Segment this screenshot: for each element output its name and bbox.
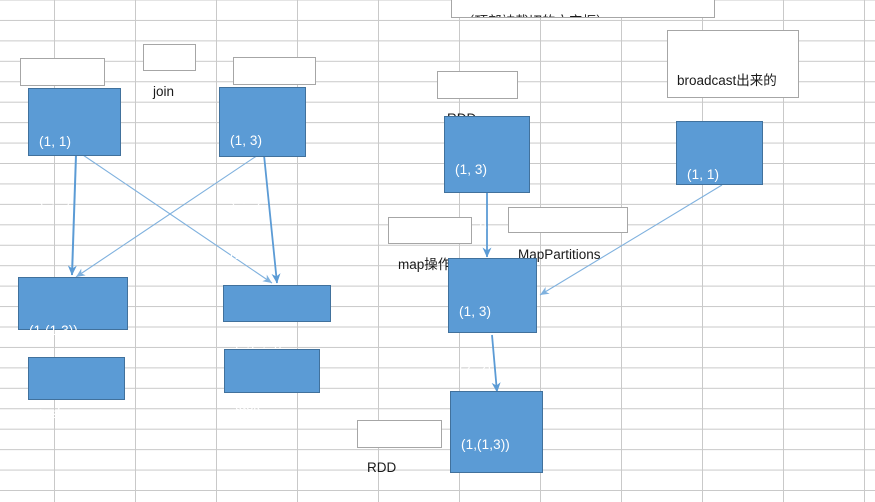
box-map-result: (1,(1,3)) (2,(2,1)) (1,(1,4)) [450, 391, 543, 502]
box-rdd-mid-line-2: (2, 2) [230, 190, 263, 205]
box-rdd-mid: (1, 3) (2, 2) (1, 4) [219, 87, 306, 262]
box-rdd-left: (1, 1) (2, 1) [28, 88, 121, 206]
label-rdd-map-result-text: RDD [367, 460, 397, 475]
label-map-operation: map操作 [388, 217, 472, 272]
box-join-result-right-line-1: (2,(1,2)) [234, 334, 283, 349]
box-rdd-left-line-2: (2, 1) [39, 191, 72, 206]
box-map-stage: (1, 3) (2, 2) (1, 4) [448, 258, 537, 433]
box-task-left: task [28, 357, 125, 421]
box-broadcast-variable: (1, 1) (2, 1) [676, 121, 763, 239]
box-broadcast-variable-line-1: (1, 1) [687, 167, 720, 182]
box-map-stage-line-1: (1, 3) [459, 304, 492, 319]
box-join-result-left: (1,(1,3)) (1,(1,4)) [18, 277, 128, 395]
label-rdd-left: RDD [20, 58, 105, 113]
box-rdd-map-source-line-1: (1, 3) [455, 162, 488, 177]
label-join-text: join [153, 84, 175, 99]
box-join-result-right: (2,(1,2)) [223, 285, 331, 349]
label-broadcast-line-1: broadcast出来的 [677, 73, 777, 88]
label-join: join [143, 44, 196, 99]
box-rdd-map-source: (1, 3) (2, 2) (1, 4) [444, 116, 530, 291]
box-map-result-line-1: (1,(1,3)) [461, 437, 510, 452]
label-map-partitions: MapPartitions [508, 207, 628, 262]
box-rdd-mid-line-3: (1, 4) [230, 247, 263, 262]
box-broadcast-variable-line-2: (2, 1) [687, 224, 720, 239]
box-task-left-label: task [39, 406, 65, 421]
label-broadcast-variable: broadcast出来的 普通变量 [667, 30, 799, 139]
label-rdd-map-source: RDD [437, 71, 518, 126]
label-map-partitions-text: MapPartitions [518, 247, 601, 262]
label-rdd-mid: RDD [233, 57, 316, 112]
box-join-result-left-line-1: (1,(1,3)) [29, 323, 78, 338]
label-rdd-map-result: RDD [357, 420, 442, 475]
box-map-result-line-2: (2,(2,1)) [461, 494, 510, 502]
label-top-clipped-text: （顶部被裁切的文字框） [461, 13, 714, 17]
box-task-right: task [224, 349, 320, 413]
label-top-clipped: （顶部被裁切的文字框） [451, 0, 715, 18]
label-map-operation-text: map操作 [398, 257, 452, 272]
box-task-right-label: task [235, 398, 261, 413]
box-rdd-left-line-1: (1, 1) [39, 134, 72, 149]
box-rdd-mid-line-1: (1, 3) [230, 133, 263, 148]
box-map-stage-line-2: (2, 2) [459, 361, 492, 376]
